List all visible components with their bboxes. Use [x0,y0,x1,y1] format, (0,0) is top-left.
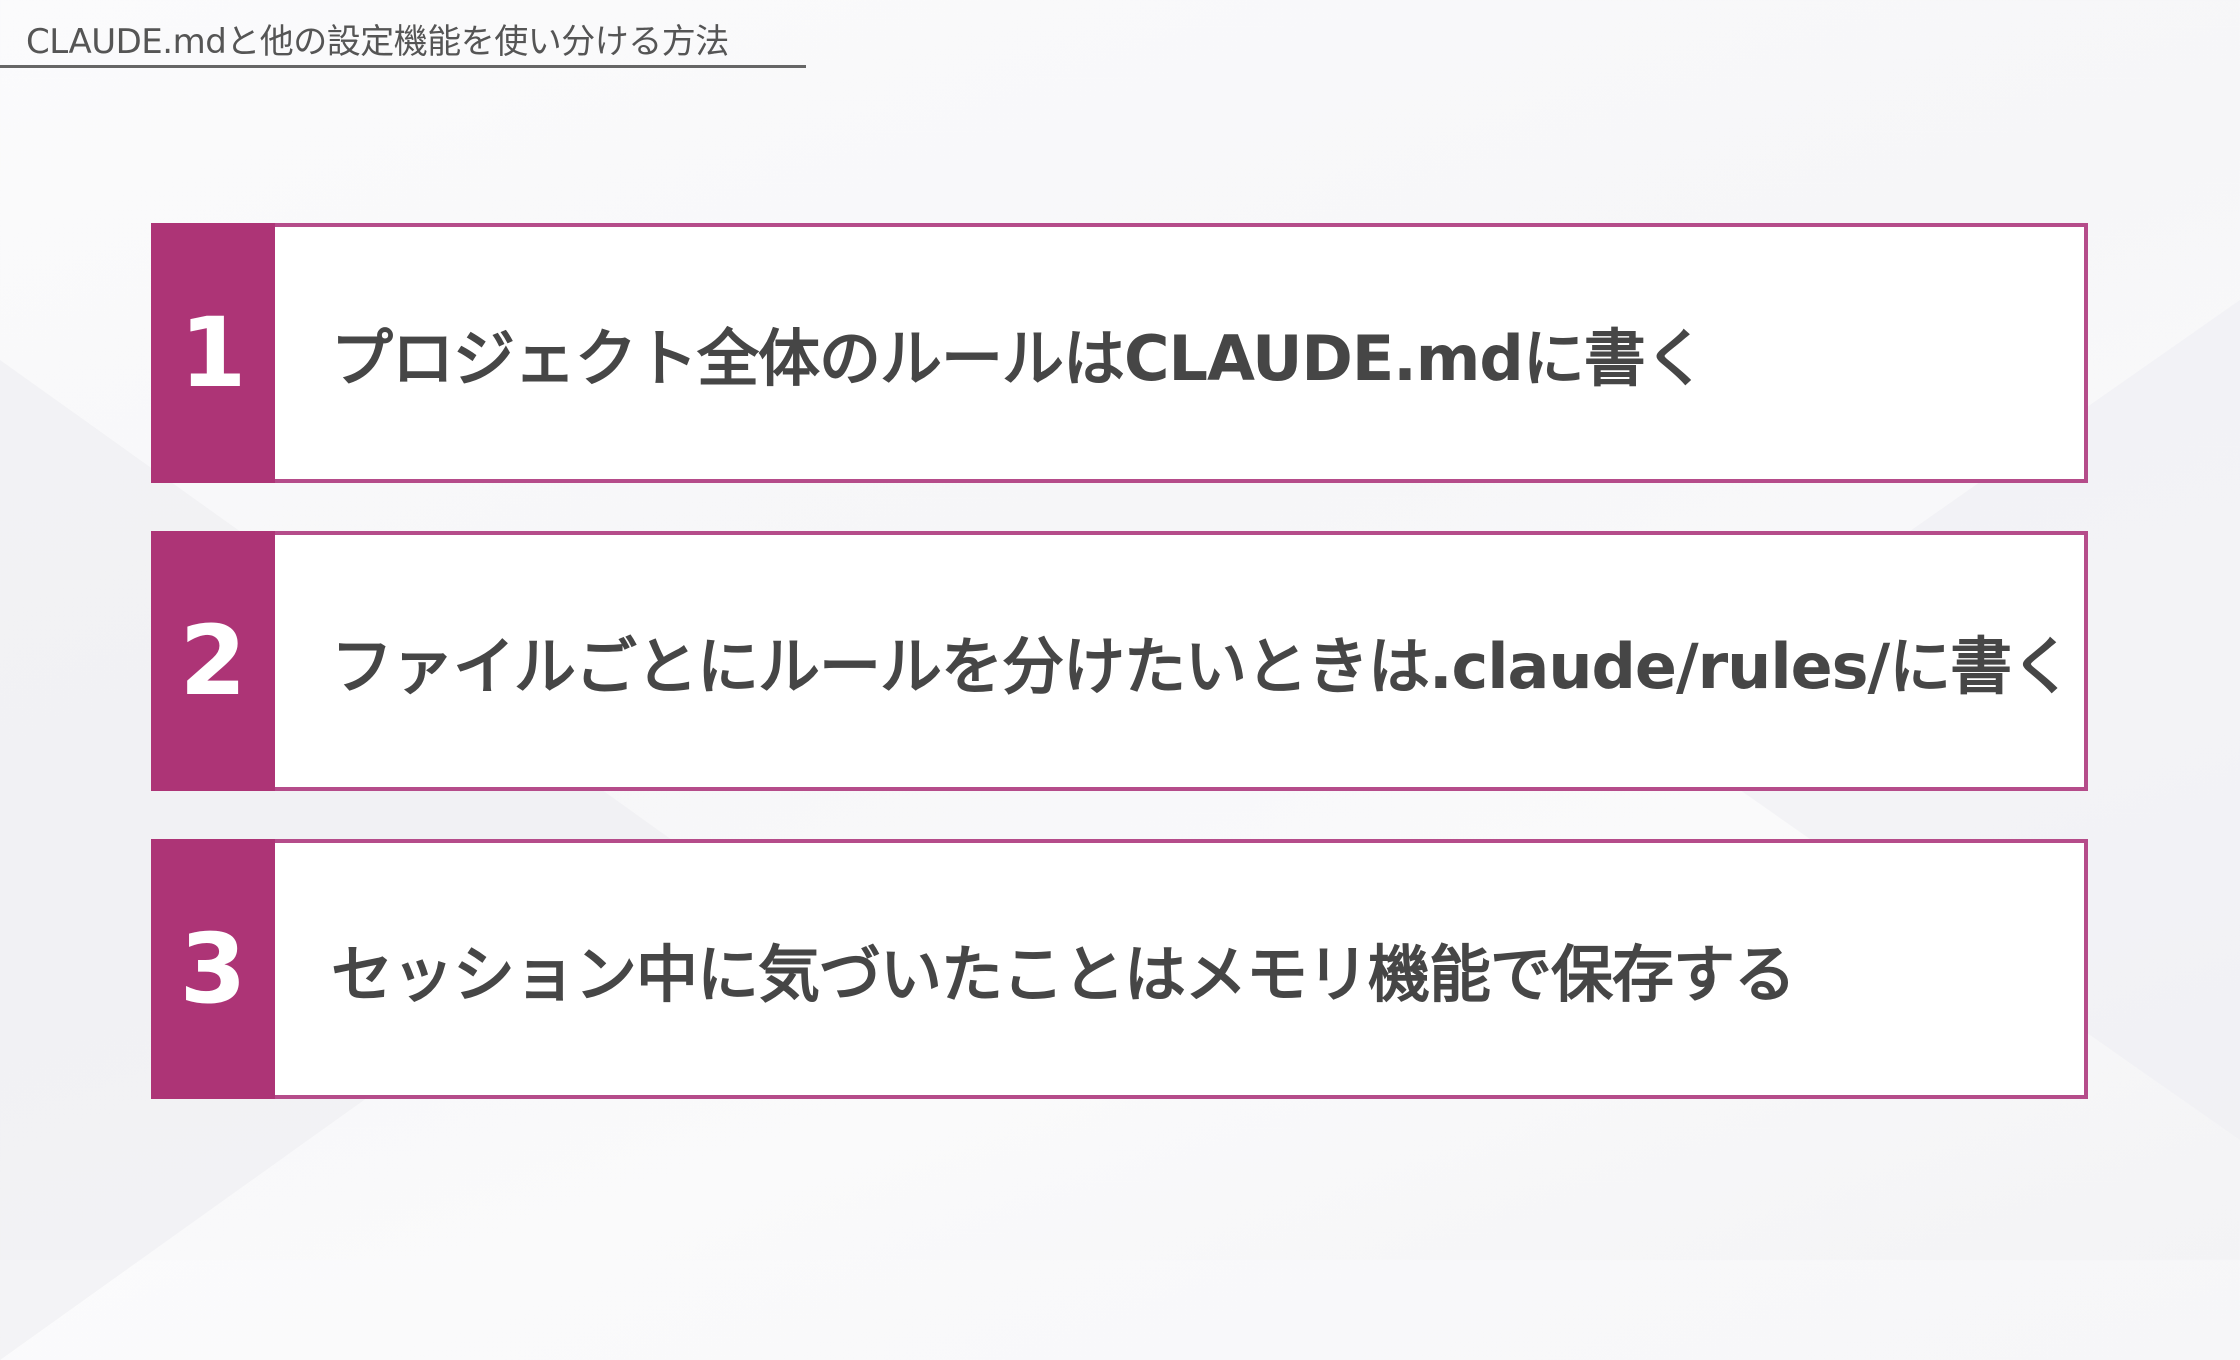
list-item-1: 1 プロジェクト全体のルールはCLAUDE.mdに書く [151,223,2088,483]
page-title: CLAUDE.mdと他の設定機能を使い分ける方法 [26,22,729,62]
item-text: プロジェクト全体のルールはCLAUDE.mdに書く [331,322,1707,395]
item-text: セッション中に気づいたことはメモリ機能で保存する [331,938,1796,1011]
list-item-3: 3 セッション中に気づいたことはメモリ機能で保存する [151,839,2088,1099]
title-underline [0,65,806,68]
list-item-2: 2 ファイルごとにルールを分けたいときは.claude/rules/に書く [151,531,2088,791]
item-number: 2 [151,531,275,791]
item-number: 1 [151,223,275,483]
item-number: 3 [151,839,275,1099]
item-text: ファイルごとにルールを分けたいときは.claude/rules/に書く [331,630,2073,703]
